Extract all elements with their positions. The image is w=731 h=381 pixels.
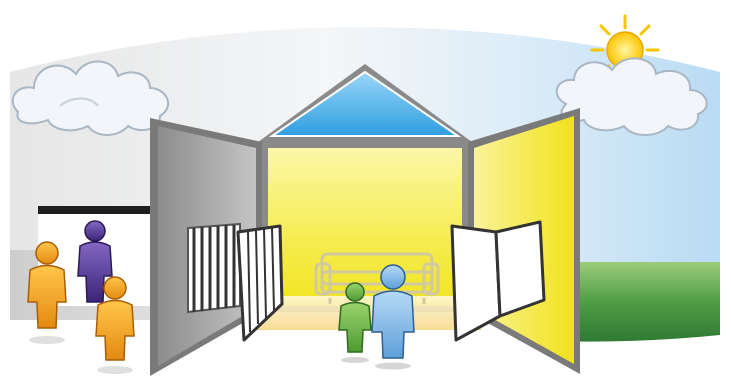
house-illustration <box>0 0 731 381</box>
